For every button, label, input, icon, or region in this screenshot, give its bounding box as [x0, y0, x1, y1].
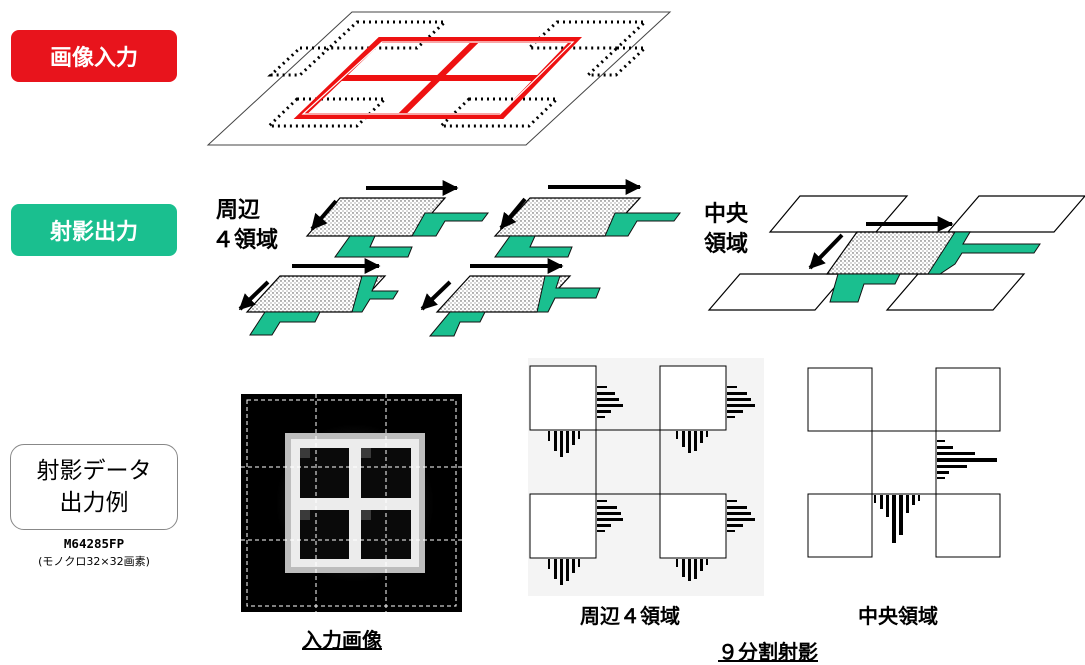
projection-green-right — [605, 213, 680, 236]
center-projection-group — [709, 196, 1085, 310]
peripheral-projection-group — [240, 187, 680, 336]
projection-green-bottom — [335, 236, 412, 257]
nine-split-peripheral — [528, 358, 764, 596]
projection-green-bottom — [250, 312, 320, 335]
projection-green-right — [412, 213, 488, 236]
projection-green-bottom — [430, 312, 485, 336]
input-plane — [208, 12, 670, 145]
input-image — [241, 394, 462, 612]
nine-split-center — [808, 368, 1000, 557]
projection-green-bottom — [495, 236, 572, 257]
projection-green-bottom — [830, 274, 900, 302]
projection-green-right — [537, 276, 600, 312]
